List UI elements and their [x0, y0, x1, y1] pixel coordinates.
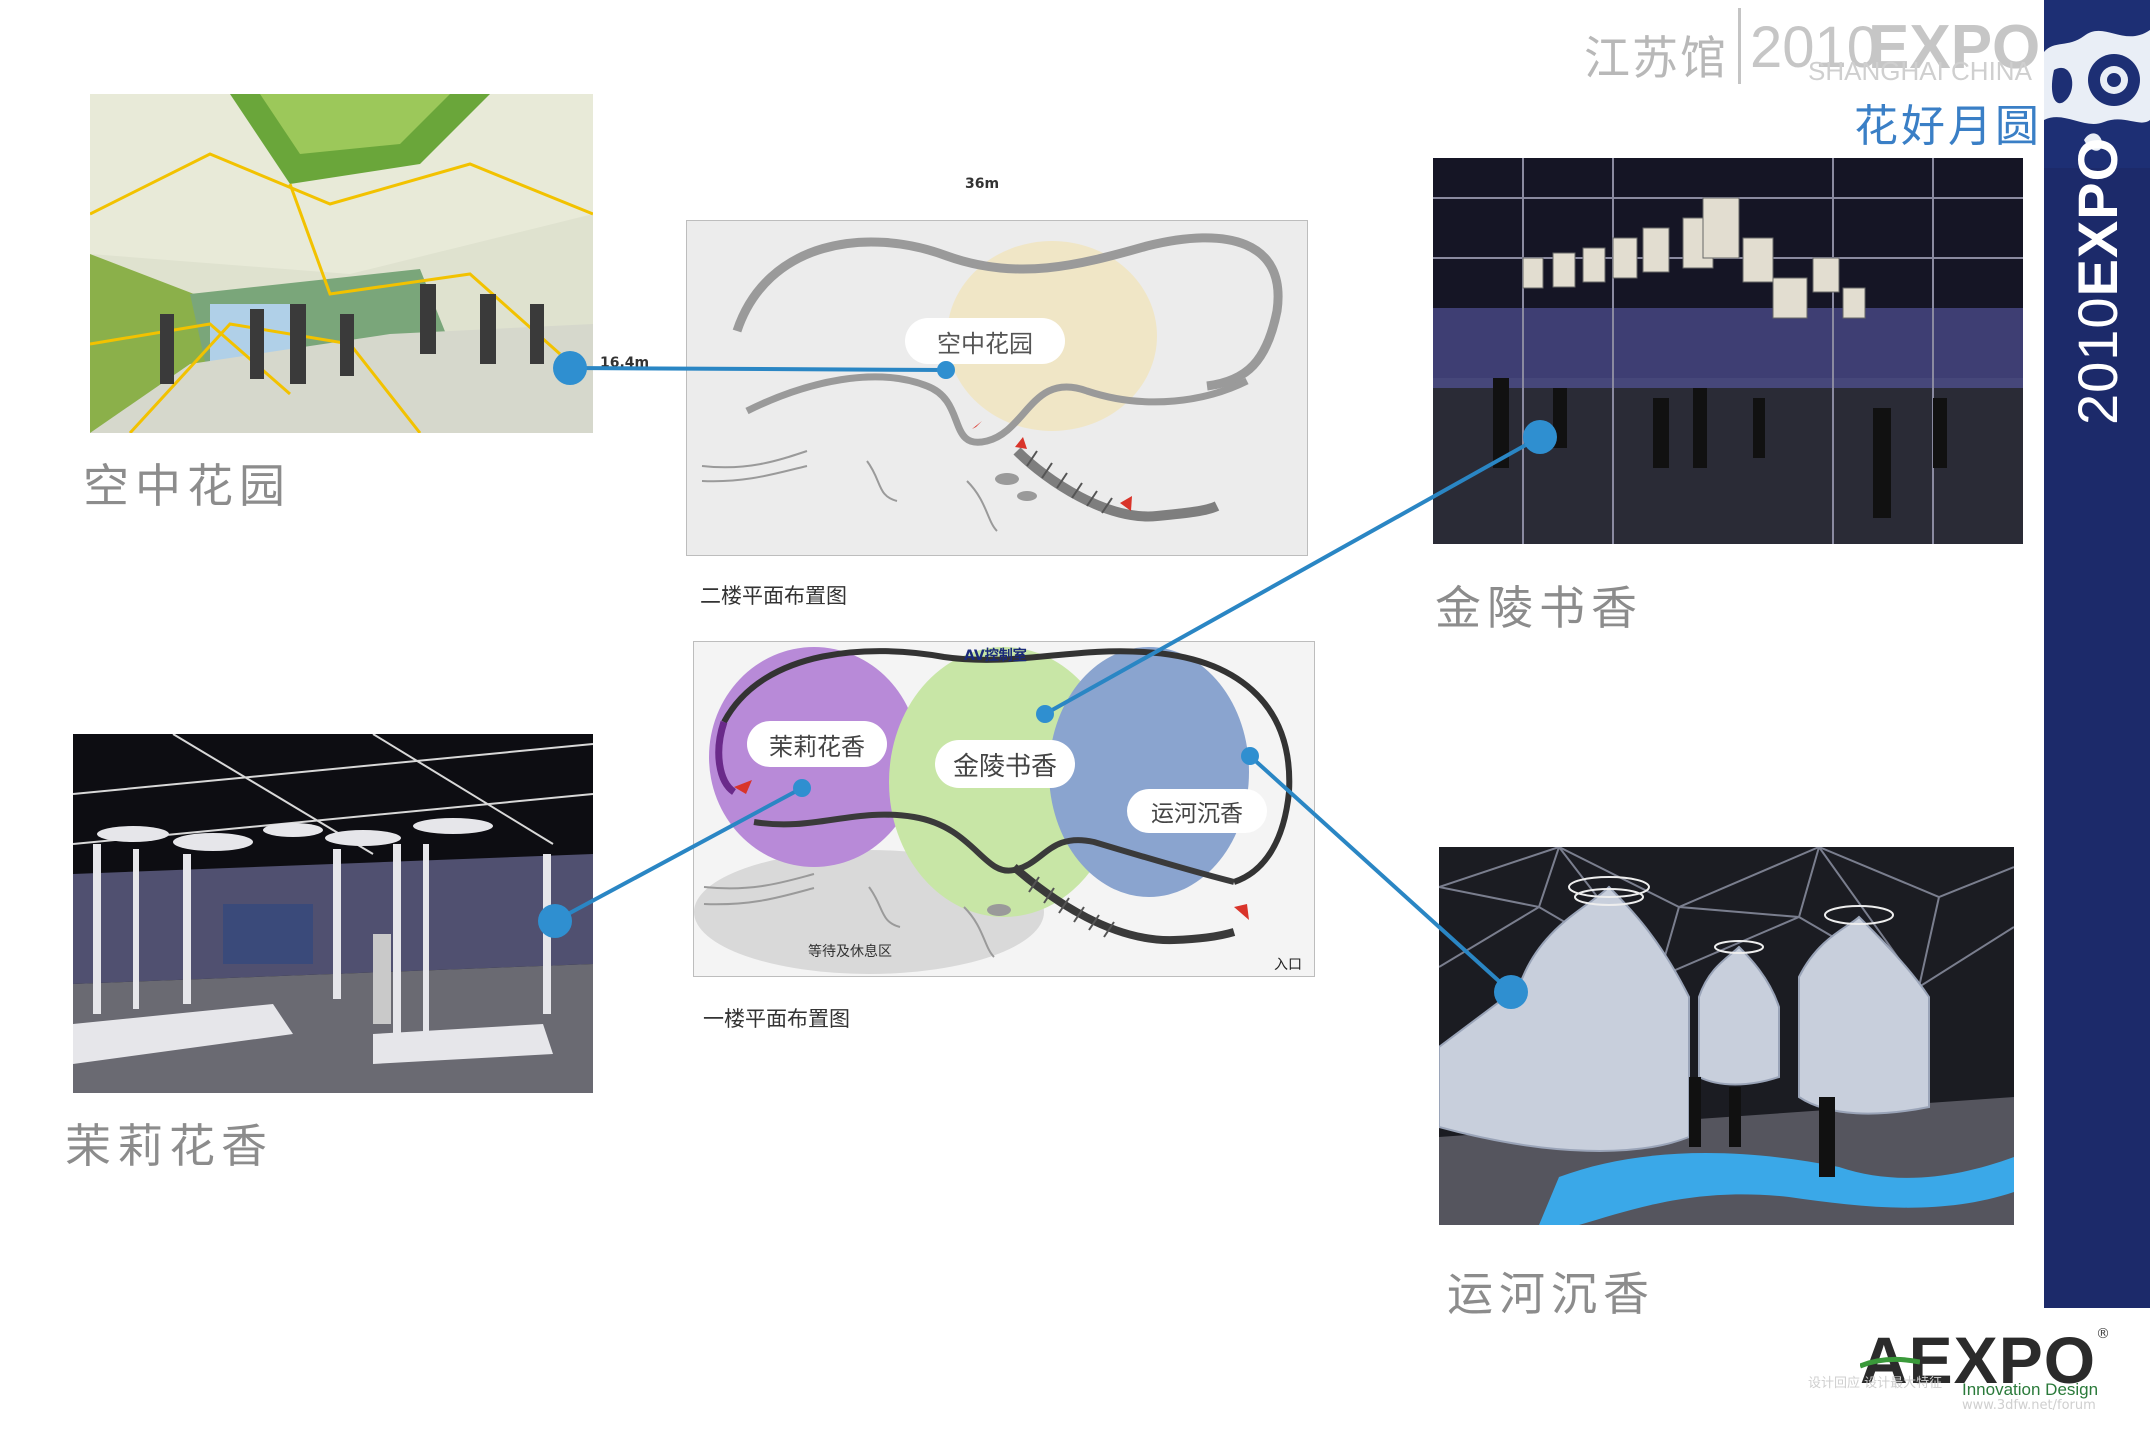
caption-jinling: 金陵书香 [1435, 581, 1643, 635]
logo-tagline: Innovation Design [1962, 1380, 2099, 1399]
header-year: 2010 [1750, 15, 1880, 80]
lower-zone-jasmine: 茉莉花香 [747, 721, 887, 767]
lower-zone-canal: 运河沉香 [1127, 789, 1267, 833]
connector-dot-jinling-plan [1036, 705, 1054, 723]
watermark-left: 设计回应 设计最大特征 [1808, 1376, 1943, 1391]
connector-dot-sky-garden-photo [553, 351, 587, 385]
upper-floor-plan [686, 220, 1308, 556]
connector-canal [1248, 754, 1513, 994]
connector-dot-sky-garden-plan [937, 361, 955, 379]
caption-canal: 运河沉香 [1447, 1267, 1655, 1321]
connector-dot-canal-plan [1241, 747, 1259, 765]
av-room-label: AV控制室 [964, 648, 1027, 664]
waiting-area-label: 等待及休息区 [808, 944, 892, 960]
blue-white-porcelain-pattern [2044, 0, 2150, 168]
jinling-book-fragrance-rendering [1433, 158, 2023, 544]
logo-green-swoosh [1860, 1356, 1920, 1369]
connector-dot-canal-photo [1494, 975, 1528, 1009]
lower-zone-jinling: 金陵书香 [935, 740, 1075, 788]
connector-dot-jinling-photo [1523, 420, 1557, 454]
upper-plan-label: 二楼平面布置图 [700, 584, 847, 608]
upper-zone-label: 空中花园 [905, 318, 1065, 364]
sky-garden-rendering [90, 94, 593, 433]
watermark-right: www.3dfw.net/forum [1962, 1398, 2096, 1413]
jasmine-fragrance-rendering [73, 734, 593, 1093]
caption-jasmine: 茉莉花香 [65, 1119, 273, 1173]
pavilion-title: 江苏馆 [1584, 31, 1728, 85]
canal-fragrance-rendering [1439, 847, 2014, 1225]
upper-plan-width-dimension: 36m [965, 176, 1000, 192]
connector-jinling [1044, 435, 1541, 716]
canal-zone [1049, 647, 1249, 897]
header-subtitle: SHANGHAI CHINA [1808, 56, 2032, 86]
side-band [2044, 0, 2150, 1308]
header-expo: EXPO [1868, 13, 2041, 82]
logo-registered-mark: ® [2096, 1326, 2110, 1342]
header-slogan: 花好月圆 [1854, 101, 2042, 152]
connector-sky-garden [569, 366, 947, 372]
connector-dot-jasmine-photo [538, 904, 572, 938]
lower-plan-label: 一楼平面布置图 [703, 1007, 850, 1031]
header-divider [1738, 8, 1741, 84]
connector-jasmine [554, 786, 803, 923]
connector-dot-jasmine-plan [793, 779, 811, 797]
caption-sky-garden: 空中花园 [83, 459, 291, 513]
entrance-label: 入口 [1274, 957, 1302, 973]
